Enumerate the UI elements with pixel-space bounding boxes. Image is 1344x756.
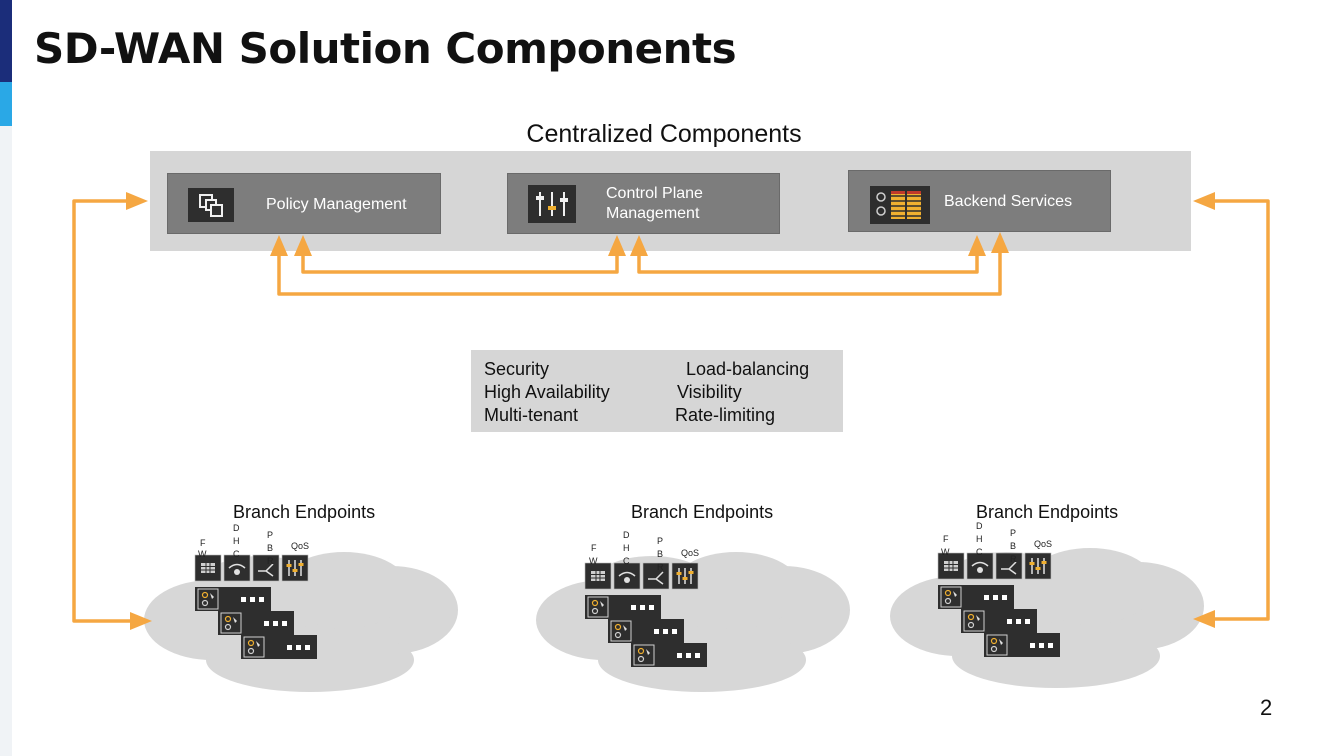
fw-label-center: F: [591, 543, 597, 553]
control-plane-label-line-2: Management: [606, 205, 700, 222]
dhcp-label-center: D: [623, 530, 630, 540]
svg-text:W: W: [198, 549, 207, 559]
policy-management-box: Policy Management: [167, 173, 441, 234]
sliders-icon: [528, 185, 576, 223]
features-box: Security High Availability Multi-tenant …: [471, 350, 843, 432]
svg-text:R: R: [657, 562, 664, 572]
feature-security: Security: [484, 359, 550, 379]
arrow-left-outer: [72, 199, 130, 623]
pbr-label-center: P: [657, 536, 663, 546]
svg-text:H: H: [233, 536, 240, 546]
svg-text:C: C: [976, 547, 983, 557]
arrowhead-policy-2: [294, 235, 312, 256]
left-accent-strip: [0, 0, 12, 756]
pbr-label-right: P: [1010, 528, 1016, 538]
left-accent-light: [0, 82, 12, 126]
arrow-control-backend: [637, 252, 979, 274]
qos-label-left: QoS: [291, 541, 309, 551]
svg-text:C: C: [233, 549, 240, 559]
dhcp-label-right: D: [976, 521, 983, 531]
slide-title: SD-WAN Solution Components: [34, 24, 737, 73]
arrowhead-backend-2: [991, 232, 1009, 253]
arrowhead-right-bottom: [1193, 610, 1215, 628]
arrowhead-control-2: [630, 235, 648, 256]
qos-label-right: QoS: [1034, 539, 1052, 549]
arrow-policy-control: [301, 252, 619, 274]
feature-load-balancing: Load-balancing: [686, 359, 810, 379]
arrowhead-right-top: [1193, 192, 1215, 210]
centralized-heading: Centralized Components: [526, 120, 802, 148]
backend-services-box: Backend Services: [848, 170, 1111, 232]
left-accent-dark: [0, 0, 12, 82]
svg-text:W: W: [589, 556, 598, 566]
arrow-right-outer: [1212, 199, 1270, 621]
svg-text:R: R: [267, 556, 274, 566]
branch-title-left: Branch Endpoints: [233, 502, 376, 522]
svg-text:W: W: [941, 547, 950, 557]
feature-multi-tenant: Multi-tenant: [484, 405, 579, 425]
feature-high-availability: High Availability: [484, 382, 610, 402]
server-gears-icon: [870, 186, 930, 224]
feature-visibility: Visibility: [677, 382, 742, 402]
svg-text:C: C: [623, 556, 630, 566]
svg-text:B: B: [267, 543, 273, 553]
branch-title-right: Branch Endpoints: [976, 502, 1119, 522]
svg-text:H: H: [623, 543, 630, 553]
policy-windows-icon: [188, 188, 234, 222]
qos-label-center: QoS: [681, 548, 699, 558]
fw-label-left: F: [200, 538, 206, 548]
svg-text:B: B: [1010, 541, 1016, 551]
arrowhead-policy-1: [270, 235, 288, 256]
arrow-policy-backend: [277, 252, 1002, 296]
svg-text:H: H: [976, 534, 983, 544]
svg-text:B: B: [657, 549, 663, 559]
policy-management-label: Policy Management: [266, 196, 407, 213]
backend-services-label: Backend Services: [944, 193, 1073, 210]
arrowhead-left-bottom: [130, 612, 152, 630]
page-number: 2: [1260, 695, 1273, 720]
arrowhead-left-top: [126, 192, 148, 210]
control-plane-label-line-1: Control Plane: [606, 185, 703, 202]
dhcp-label-left: D: [233, 523, 240, 533]
fw-label-right: F: [943, 534, 949, 544]
pbr-label-left: P: [267, 530, 273, 540]
svg-text:R: R: [1010, 554, 1017, 564]
arrowhead-backend-1: [968, 235, 986, 256]
branch-title-center: Branch Endpoints: [631, 502, 774, 522]
feature-rate-limiting: Rate-limiting: [675, 405, 776, 425]
arrowhead-control-1: [608, 235, 626, 256]
control-plane-management-box: Control Plane Management: [507, 173, 780, 234]
